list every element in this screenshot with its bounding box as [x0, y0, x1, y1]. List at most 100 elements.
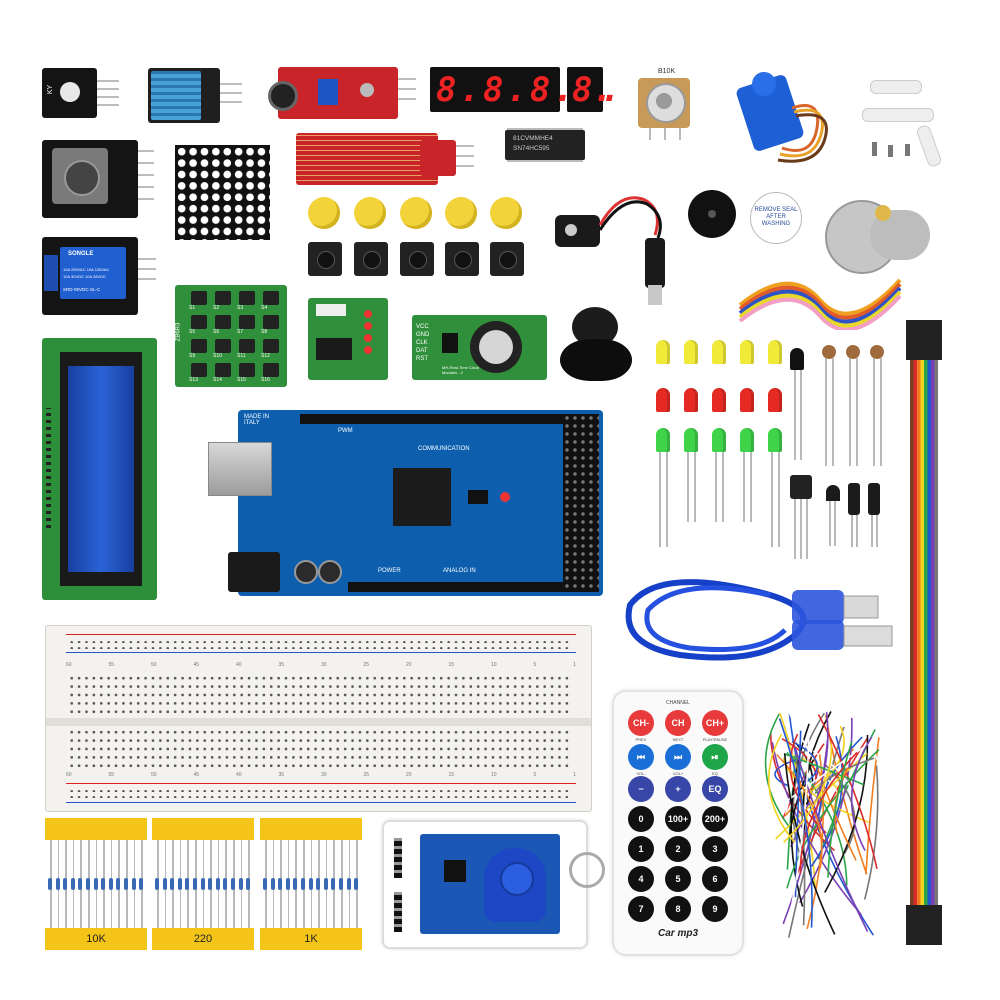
keypad-key: S7	[237, 315, 255, 335]
remote-digit-button: 9	[702, 896, 728, 922]
keypad-key-label: S3	[237, 305, 244, 311]
led	[656, 388, 670, 412]
breadboard-number: 15	[448, 662, 455, 668]
rtc-pin: DAT	[416, 348, 428, 354]
loose-jumper-wires	[764, 709, 889, 938]
button-cap	[400, 197, 432, 229]
relay-brand: SONGLE	[68, 251, 94, 257]
rtc-module: VCC GND CLK DAT RST MH-Real-Time Clock M…	[412, 315, 547, 380]
jumper-wire	[778, 743, 869, 807]
keypad-key: S5	[189, 315, 207, 335]
rtc-pin: VCC	[416, 324, 429, 330]
resistor	[331, 878, 336, 890]
ic-line2: SN74HC595	[513, 145, 550, 152]
jumper-wire	[817, 736, 863, 823]
keypad-key-label: S13	[189, 377, 198, 383]
usb-cable-icon	[625, 579, 893, 661]
keypad-key: S8	[261, 315, 279, 335]
remote-digit-button: 3	[702, 836, 728, 862]
relay-model: SRD-05VDC-SL-C	[63, 287, 101, 292]
resistor	[308, 878, 313, 890]
jumper-wire	[834, 767, 849, 834]
led	[684, 388, 698, 412]
remote-caption: VOL+	[672, 771, 684, 776]
rtc-pin-list: VCC GND CLK DAT RST	[416, 323, 429, 363]
breadboard-number: 10	[491, 772, 497, 778]
resistor-tape-bottom: 10K	[45, 928, 147, 950]
led	[712, 388, 726, 412]
resistor	[185, 878, 190, 890]
resistor	[200, 878, 205, 890]
relay-spec2: 10A 30VDC 10A 28VDC	[63, 274, 106, 279]
ic-line1: 81CVMMHE4	[513, 135, 553, 142]
jumper-wire	[791, 740, 818, 785]
led	[656, 340, 670, 364]
led-leg	[659, 452, 661, 547]
led-leg	[778, 452, 780, 547]
keypad-key: S10	[213, 339, 231, 359]
rtc-pin: CLK	[416, 340, 428, 346]
jumper-wire	[863, 765, 879, 900]
led-leg	[743, 452, 745, 522]
buzzer-icon	[688, 190, 736, 238]
breadboard-number: 30	[321, 662, 327, 668]
jumper-wire	[790, 767, 820, 848]
resistor	[86, 878, 90, 890]
resistor	[170, 878, 175, 890]
tactile-switch	[445, 242, 479, 276]
led	[768, 428, 782, 452]
led-leg	[694, 452, 696, 522]
resistor	[278, 878, 283, 890]
remote-header: CHANNEL	[666, 700, 690, 706]
keypad-key-label: S7	[237, 329, 244, 335]
jumper-wire	[869, 742, 889, 882]
resistor	[162, 878, 167, 890]
mega-comm-label: COMMUNICATION	[418, 446, 470, 452]
breadboard-number: 30	[321, 772, 327, 778]
breadboard-number: 35	[278, 772, 285, 778]
resistor	[116, 878, 121, 890]
keypad-key: S1	[189, 291, 207, 311]
seven-segment-display-1digit: 8.	[567, 67, 613, 112]
jumper-wire	[789, 733, 827, 834]
remote-media-button: ⏭	[665, 744, 691, 770]
jumper-wire	[778, 718, 813, 928]
resistor	[285, 878, 290, 890]
breadboard-number: 5	[533, 662, 537, 668]
resistor	[215, 878, 220, 890]
keypad-key-label: S1	[189, 305, 196, 311]
keypad-key: S4	[261, 291, 279, 311]
keypad-key-label: S8	[261, 329, 268, 335]
resistor	[346, 878, 351, 890]
button-cap	[308, 197, 340, 229]
keypad-key-label: S6	[213, 329, 220, 335]
button-cap	[354, 197, 386, 229]
tilt-switch	[868, 483, 880, 515]
resistor-tape-bottom: 1K	[260, 928, 362, 950]
keypad-key: S6	[213, 315, 231, 335]
jumper-wire	[783, 743, 833, 844]
keypad-key-label: S12	[261, 353, 270, 359]
mega-pwm-label: PWM	[338, 428, 353, 434]
resistor	[55, 878, 60, 890]
remote-media-button: ⏯	[702, 744, 728, 770]
breadboard-number: 55	[108, 772, 115, 778]
remote-channel-button: CH-	[628, 710, 654, 736]
lcd-1602-icon	[42, 338, 157, 600]
remote-digit-button: 200+	[702, 806, 728, 832]
jumper-wire	[865, 737, 880, 875]
mega-made-in: MADE IN ITALY	[244, 414, 270, 426]
resistor	[139, 878, 144, 890]
remote-digit-button: 4	[628, 866, 654, 892]
joystick-icon	[560, 305, 632, 383]
battery-clip-9v	[555, 180, 685, 310]
keypad-id: ZB6R3	[175, 322, 182, 342]
servo-horns	[850, 70, 950, 170]
jumper-wire	[786, 748, 880, 889]
rotary-encoder-module	[42, 140, 138, 218]
rtc-pin: GND	[416, 332, 430, 338]
potentiometer-icon: B10K	[633, 68, 695, 140]
led	[656, 428, 670, 452]
